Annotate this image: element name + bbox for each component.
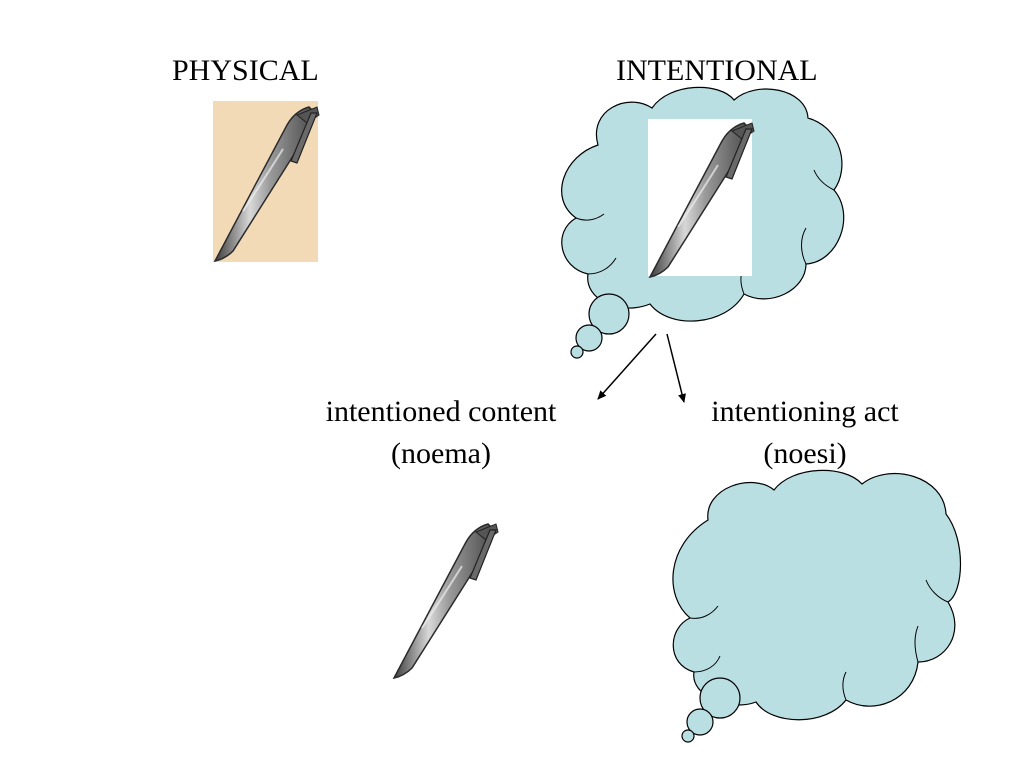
thought-bubble-medium xyxy=(575,324,603,352)
cloud-shape xyxy=(672,469,961,721)
thought-bubble-medium xyxy=(686,708,714,736)
thought-bubble-small xyxy=(681,729,695,743)
thought-bubble-large xyxy=(588,293,630,335)
noesi-label-line1: intentioning act xyxy=(711,395,899,428)
intentional-thought-cloud xyxy=(561,86,845,359)
noema-label-line1: intentioned content xyxy=(325,395,557,428)
thought-bubble-small xyxy=(570,345,584,359)
physical-pen-group xyxy=(213,101,320,262)
arrow-to-noema xyxy=(597,333,657,400)
thought-bubble-large xyxy=(699,677,741,719)
noesi-label-line2: (noesi) xyxy=(763,437,847,470)
physical-title: PHYSICAL xyxy=(172,54,319,87)
intentional-title: INTENTIONAL xyxy=(616,54,818,87)
noema-label: intentioned content (noema) xyxy=(306,391,576,475)
arrow-to-noesi xyxy=(666,333,686,403)
noesi-thought-cloud xyxy=(672,469,961,743)
noesi-label: intentioning act (noesi) xyxy=(690,391,920,475)
pen-icon xyxy=(393,523,499,679)
noema-label-line2: (noema) xyxy=(391,437,491,470)
